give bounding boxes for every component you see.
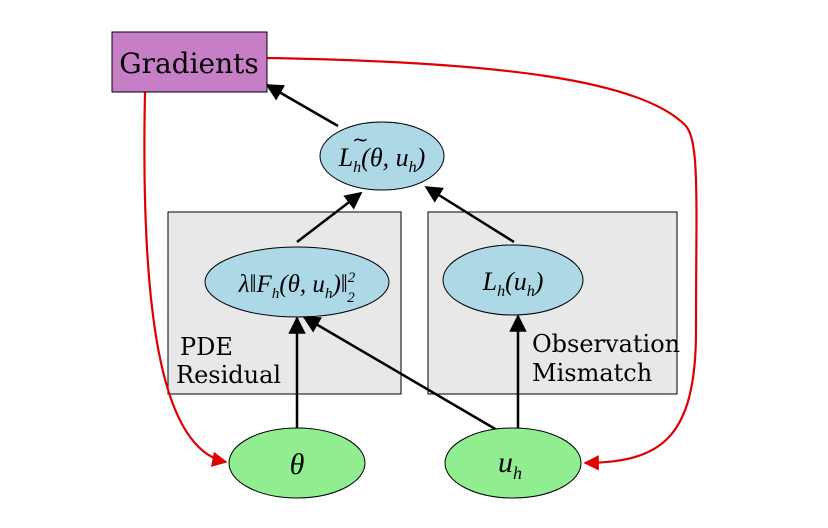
loss-total-node [319, 121, 445, 191]
theta-node [228, 427, 366, 499]
tilde-mark: ~ [352, 127, 369, 151]
obs-to-loss-arrow [424, 185, 515, 244]
uh-node [444, 427, 582, 499]
gradient-to-theta-arrow [143, 91, 228, 467]
pde-to-loss-arrow [296, 191, 363, 243]
gradients-node [111, 31, 268, 93]
uh-to-pde-arrow [302, 315, 498, 432]
theta-label: θ [290, 448, 305, 481]
obs-box-label-line1: Observation [532, 330, 680, 358]
obs-term-label: Lh(uh) [482, 267, 544, 300]
uh-label: uh [498, 446, 522, 483]
pde-term-node [204, 246, 390, 318]
gradients-label: Gradients [119, 47, 259, 80]
pde-box-label-line2: Residual [176, 361, 281, 389]
loss-total-label: Lh(θ, uh) [338, 143, 426, 176]
loss-to-gradients-arrow [265, 83, 339, 128]
gradient-to-uh-arrow [266, 56, 698, 471]
pde-box-label-line1: PDE [180, 333, 233, 361]
obs-box-label-line2: Mismatch [532, 359, 652, 387]
obs-term-node [442, 244, 584, 316]
